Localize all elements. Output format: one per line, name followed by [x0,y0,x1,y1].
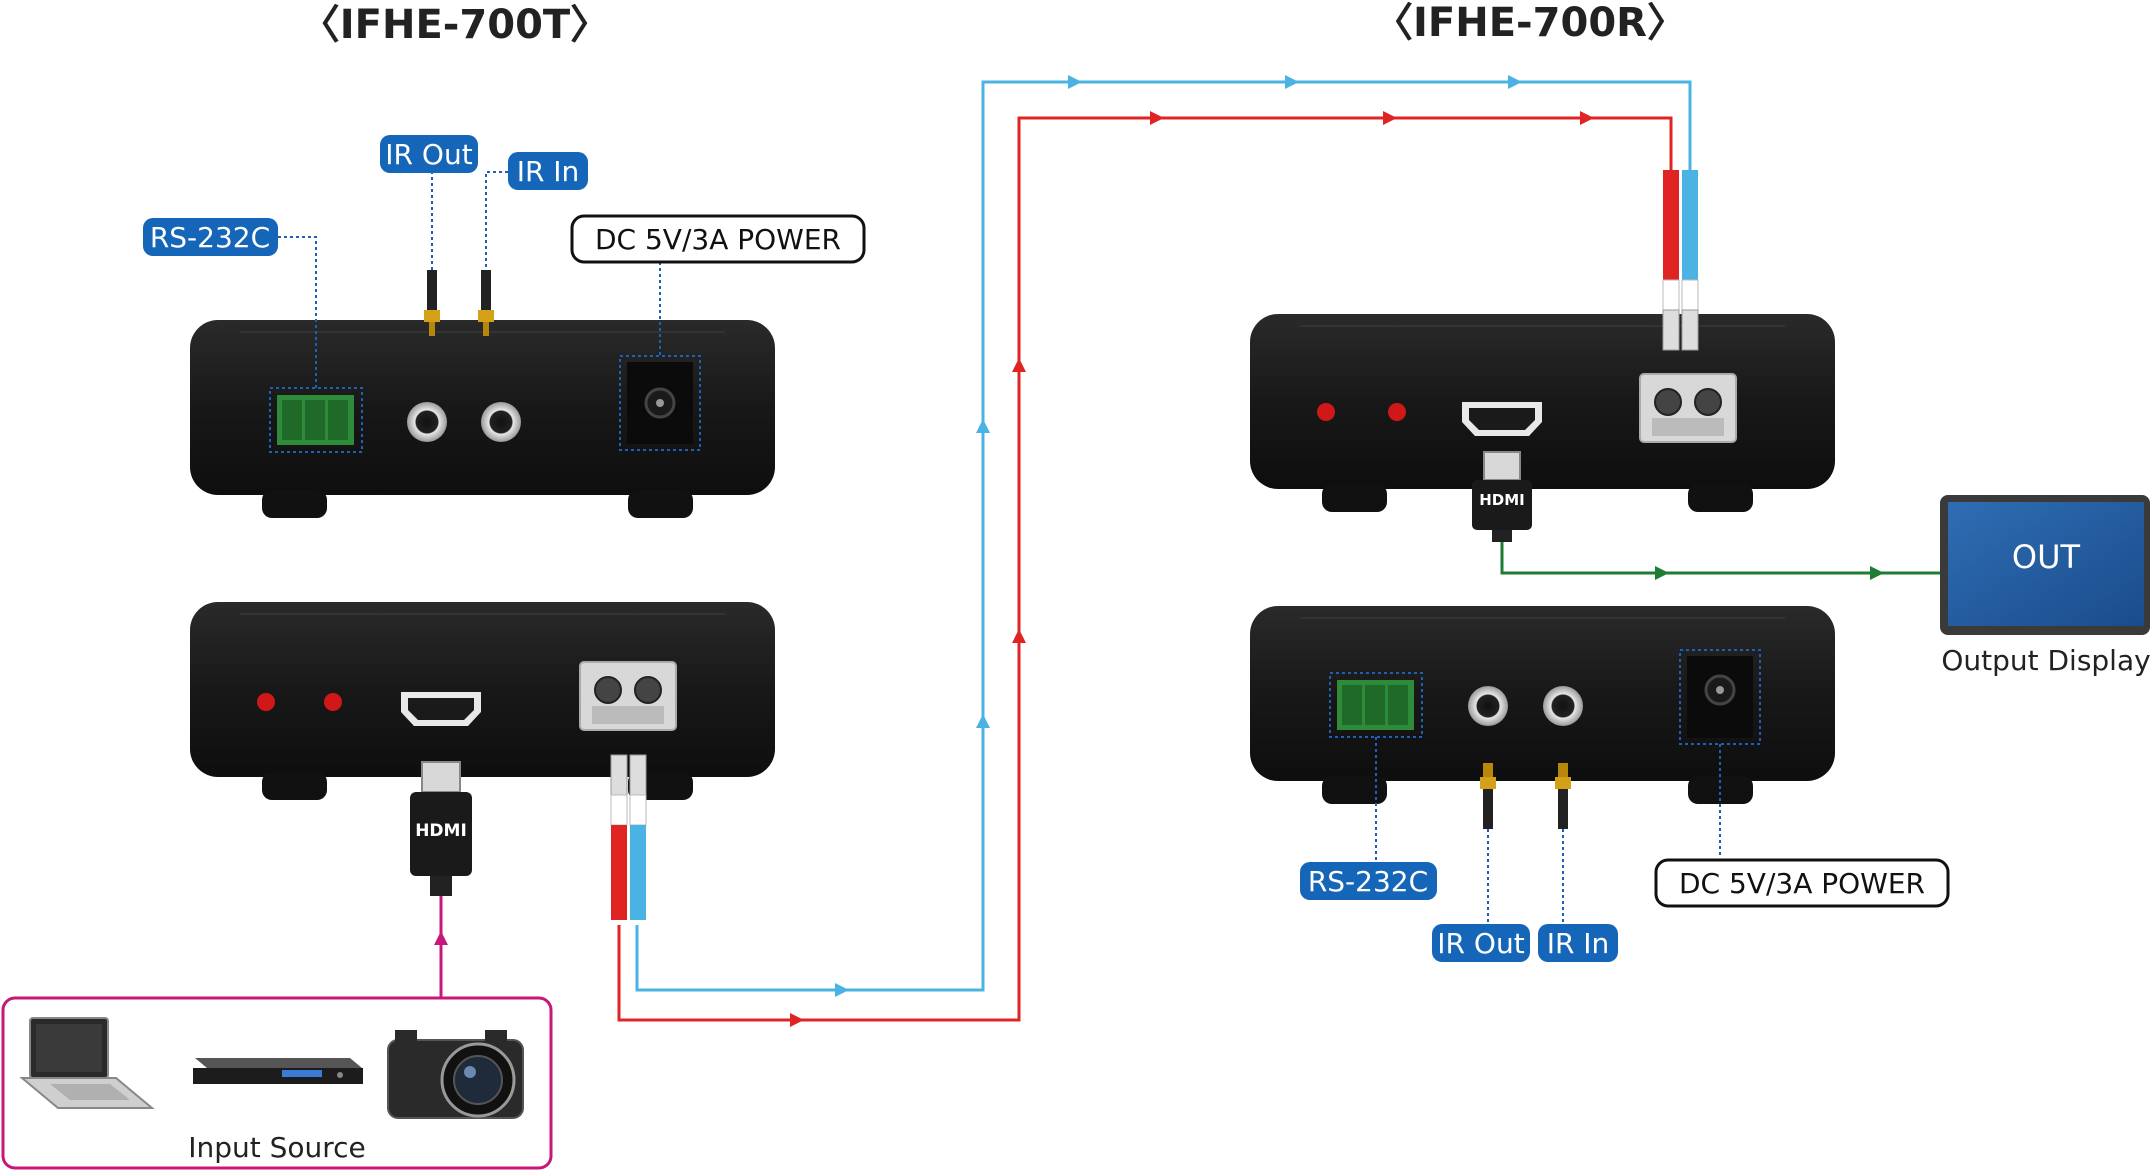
tx-ir-in-plug [478,171,508,336]
rx-ir-out-badge [1432,924,1530,962]
rx-fiber-connector [1662,170,1699,351]
tx-fiber-connector [610,754,647,920]
rx-ir-out-plug [1480,763,1496,925]
tx-title: 〈IFHE-700T〉 [300,2,610,48]
fiber-cable-red [617,116,1673,1022]
rx-ir-in-label: IR In [1547,927,1610,960]
media-player-icon [193,1058,363,1084]
tx-hdmi-port [401,692,481,726]
tx-led-2 [324,693,342,711]
fiber-cable-blue [635,80,1692,992]
rx-ir-in-badge [1538,924,1618,962]
tx-rs232-badge [143,218,278,256]
tx-front-panel [190,602,775,800]
rx-hdmi-logo: HDMI [1479,491,1525,509]
tx-rs232-terminal [269,387,363,453]
output-display [1940,495,2150,635]
tx-ir-in-badge [508,152,588,190]
rx-dc-power-jack [1679,649,1761,745]
camera-icon [387,1030,524,1119]
rx-power-label: DC 5V/3A POWER [1679,867,1925,900]
tx-ir-out-jack [407,402,447,442]
rx-rs232-badge [1300,862,1437,900]
fiber-red-arrows [790,111,1594,1027]
tx-rs232-guide [278,236,317,388]
rx-ir-in-plug [1555,763,1571,925]
output-display-caption: Output Display [1941,644,2150,677]
rx-ir-out-label: IR Out [1437,927,1524,960]
rx-title: 〈IFHE-700R〉 [1373,0,1687,46]
output-display-screen-label: OUT [2012,538,2081,576]
tx-power-badge [570,214,866,264]
tx-led-1 [257,693,275,711]
tx-hdmi-plug: HDMI [410,761,472,896]
rx-led-1 [1317,403,1335,421]
rx-ir-in-jack [1543,686,1583,726]
fiber-blue-arrows [835,75,1522,997]
tx-ir-in-label: IR In [517,155,580,188]
rx-led-2 [1388,403,1406,421]
rx-power-badge [1654,858,1950,908]
rx-ir-out-jack [1468,686,1508,726]
tx-ir-out-plug [424,165,440,336]
tx-ir-out-badge [380,135,478,173]
rx-front-panel [1250,314,1835,512]
input-source-label: Input Source [188,1131,366,1164]
tx-ir-out-label: IR Out [385,138,472,171]
tx-rs232-label: RS-232C [150,221,270,254]
rx-fiber-port [1639,373,1737,443]
tx-dc-power-jack [619,355,701,451]
tx-ir-in-jack [481,402,521,442]
rx-rs232-terminal [1329,672,1423,738]
laptop-icon [19,1017,155,1109]
rx-hdmi-port [1462,402,1542,436]
tx-fiber-port [579,661,677,731]
rx-rs232-label: RS-232C [1308,865,1428,898]
tx-power-label: DC 5V/3A POWER [595,223,841,256]
hdmi-output-cable [1500,540,1944,580]
hdmi-input-cable [434,895,448,1000]
tx-hdmi-logo: HDMI [415,821,467,841]
rx-hdmi-plug: HDMI [1472,451,1532,542]
